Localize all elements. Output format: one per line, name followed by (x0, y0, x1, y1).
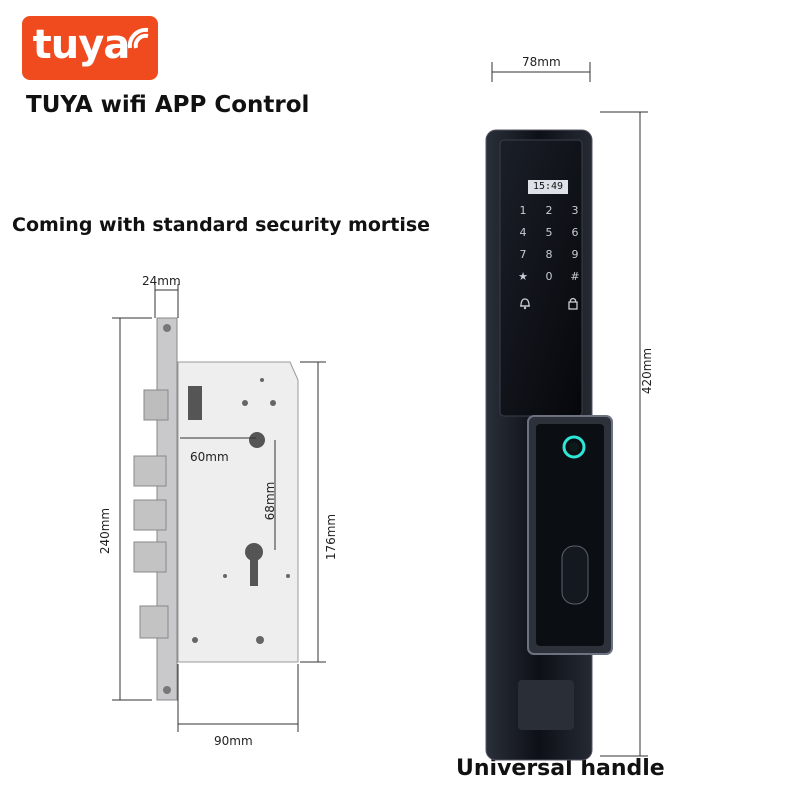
dim-handle-height: 420mm (640, 347, 654, 395)
app-control-heading: TUYA wifi APP Control (26, 92, 310, 118)
latch-bolt (143, 389, 169, 421)
handle-slot (561, 545, 589, 605)
lower-plate (518, 680, 574, 730)
key-3[interactable]: 3 (571, 204, 579, 217)
dead-bolt-4 (139, 605, 169, 639)
dim-body-width: 90mm (214, 734, 253, 748)
logo-text: tuya (32, 22, 131, 68)
mortise-dimension-lines (112, 284, 326, 732)
keypad-grid: 1 2 3 4 5 6 7 8 9 ★ 0 # (510, 204, 586, 283)
key-0[interactable]: 0 (545, 270, 553, 283)
key-4[interactable]: 4 (519, 226, 527, 239)
mortise-heading: Coming with standard security mortise (12, 214, 431, 236)
key-star[interactable]: ★ (518, 270, 528, 283)
dim-handle-width: 78mm (522, 55, 561, 69)
mortise-body (177, 361, 299, 663)
fingerprint-sensor-icon (562, 435, 586, 459)
spindle-hole (249, 432, 265, 448)
key-7[interactable]: 7 (519, 248, 527, 261)
key-1[interactable]: 1 (519, 204, 527, 217)
wifi-arc-icon (127, 27, 149, 49)
clock-display: 15:49 (528, 180, 568, 194)
bell-icon[interactable] (518, 296, 532, 310)
dead-bolt-1 (133, 455, 167, 487)
key-8[interactable]: 8 (545, 248, 553, 261)
tuya-logo: tuya (22, 16, 158, 80)
dead-bolt-3 (133, 541, 167, 573)
lock-icon[interactable] (566, 296, 580, 310)
dim-backset: 60mm (190, 450, 229, 464)
key-6[interactable]: 6 (571, 226, 579, 239)
key-2[interactable]: 2 (545, 204, 553, 217)
cylinder-hole (245, 543, 263, 561)
key-9[interactable]: 9 (571, 248, 579, 261)
spindle-slot (188, 386, 202, 420)
dim-faceplate-width: 24mm (142, 274, 181, 288)
key-hash[interactable]: # (570, 270, 580, 283)
dead-bolt-2 (133, 499, 167, 531)
key-5[interactable]: 5 (545, 226, 553, 239)
